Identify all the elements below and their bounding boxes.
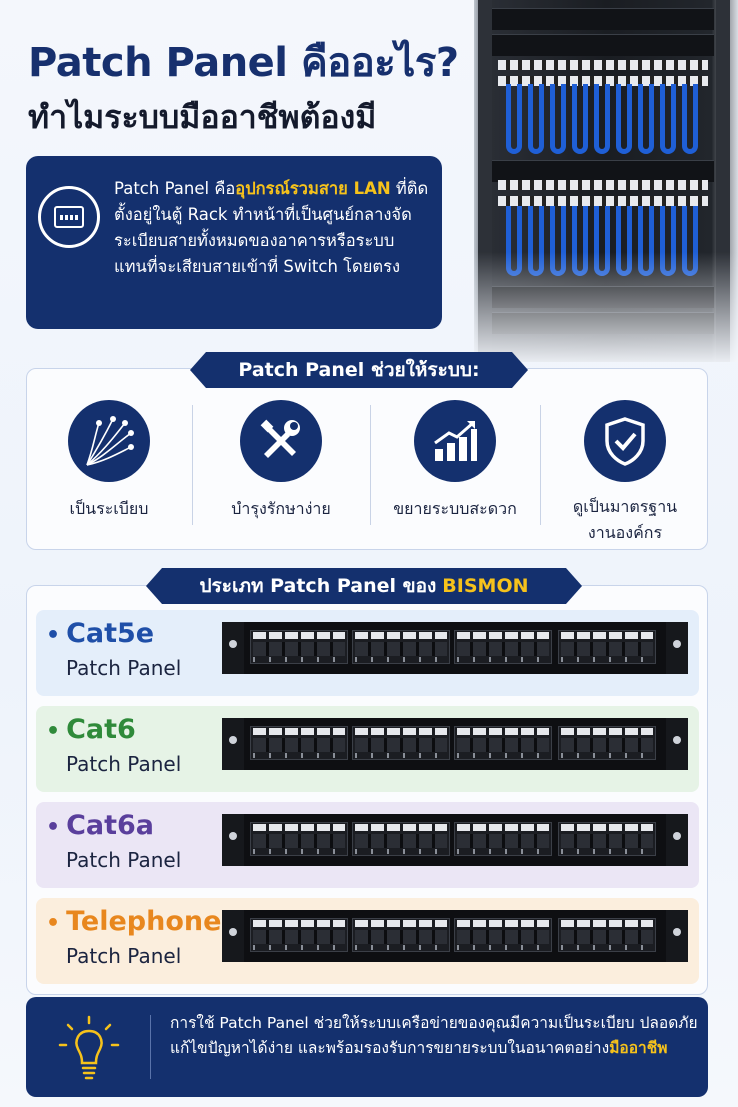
type-name: •Cat6 xyxy=(46,714,136,745)
definition-rest: ที่ติดตั้งอยู่ในตู้ Rack ทำหน้าที่เป็นศู… xyxy=(114,179,429,276)
benefits-heading: Patch Panel ช่วยให้ระบบ: xyxy=(190,352,528,388)
type-sub: Patch Panel xyxy=(66,656,182,680)
benefit-label: เป็นระเบียบ xyxy=(69,499,149,518)
type-card-telephone: •Telephone Patch Panel xyxy=(36,898,699,984)
summary-text: การใช้ Patch Panel ช่วยให้ระบบเครือข่ายข… xyxy=(170,1014,698,1057)
benefit-label: ดูเป็นมาตรฐานงานองค์กร xyxy=(572,497,678,542)
definition-box: Patch Panel คืออุปกรณ์รวมสาย LAN ที่ติดต… xyxy=(26,156,442,329)
type-sub: Patch Panel xyxy=(66,848,182,872)
definition-highlight: อุปกรณ์รวมสาย LAN xyxy=(235,179,391,198)
patch-panel-image xyxy=(222,910,688,962)
patch-panel-image xyxy=(222,718,688,770)
patch-panel-image xyxy=(222,622,688,674)
page-title: Patch Panel คืออะไร? xyxy=(28,40,459,86)
growth-chart-icon xyxy=(414,400,496,482)
patch-panel-image xyxy=(222,814,688,866)
tools-icon xyxy=(240,400,322,482)
summary-highlight: มืออาชีพ xyxy=(609,1039,668,1057)
benefit-maintenance: บำรุงรักษาง่าย xyxy=(196,400,366,522)
benefit-label: บำรุงรักษาง่าย xyxy=(231,499,331,518)
types-heading-text: ประเภท Patch Panel ของ xyxy=(199,575,437,597)
benefit-organized: เป็นระเบียบ xyxy=(24,400,194,522)
type-sub: Patch Panel xyxy=(66,752,182,776)
type-card-cat5e: •Cat5e Patch Panel xyxy=(36,610,699,696)
definition-lead: Patch Panel คือ xyxy=(114,179,236,198)
type-name: •Telephone xyxy=(46,906,222,937)
type-card-cat6a: •Cat6a Patch Panel xyxy=(36,802,699,888)
benefit-label: ขยายระบบสะดวก xyxy=(393,499,517,518)
fiber-cables-icon xyxy=(68,400,150,482)
benefit-standard: ดูเป็นมาตรฐานงานองค์กร xyxy=(540,400,710,546)
benefit-expand: ขยายระบบสะดวก xyxy=(370,400,540,522)
type-card-cat6: •Cat6 Patch Panel xyxy=(36,706,699,792)
type-name: •Cat6a xyxy=(46,810,155,841)
definition-text: Patch Panel คืออุปกรณ์รวมสาย LAN ที่ติดต… xyxy=(114,176,434,280)
summary-note: การใช้ Patch Panel ช่วยให้ระบบเครือข่ายข… xyxy=(26,997,708,1097)
shield-check-icon xyxy=(584,400,666,482)
patch-panel-icon xyxy=(38,186,100,248)
server-rack-photo xyxy=(474,0,738,362)
type-sub: Patch Panel xyxy=(66,944,182,968)
brand-name: BISMON xyxy=(442,575,529,597)
type-name: •Cat5e xyxy=(46,618,155,649)
lightbulb-icon xyxy=(54,1011,124,1083)
page-subtitle: ทำไมระบบมืออาชีพต้องมี xyxy=(28,98,377,136)
